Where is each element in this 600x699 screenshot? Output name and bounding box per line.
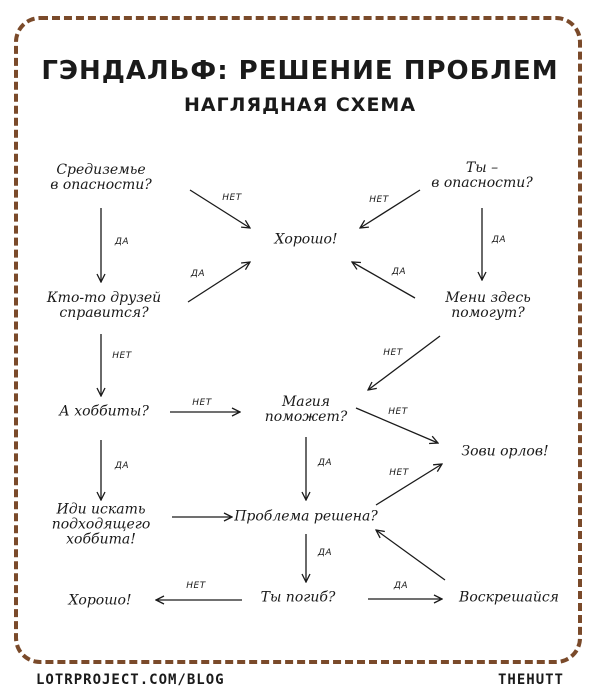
- node-text: хоббита!: [66, 531, 136, 548]
- label-no: НЕТ: [186, 581, 206, 591]
- label-yes: ДА: [114, 461, 130, 471]
- node-text: Ты –: [465, 160, 499, 176]
- node-text: Средиземье: [56, 162, 146, 178]
- node-you-in-danger: Ты – в опасности?: [431, 161, 533, 191]
- node-text: Магия: [281, 394, 331, 410]
- label-no: НЕТ: [369, 195, 389, 205]
- label-yes: ДА: [317, 548, 333, 558]
- node-text: в опасности?: [50, 177, 152, 193]
- node-text: Мени здесь: [445, 290, 531, 306]
- node-magic-helps: Магия поможет?: [265, 395, 347, 425]
- node-good-top: Хорошо!: [274, 231, 338, 248]
- footer-author: THEHUTT: [497, 672, 564, 688]
- arrow-middle-earth-to-good: [189, 189, 250, 228]
- arrow-ents-to-good: [352, 262, 416, 299]
- node-text: Кто-то друзей: [46, 290, 162, 306]
- diagram-title: ГЭНДАЛЬФ: РЕШЕНИЕ ПРОБЛЕМ: [41, 56, 559, 86]
- label-yes: ДА: [317, 458, 333, 468]
- label-no: НЕТ: [112, 351, 132, 361]
- node-text: в опасности?: [431, 175, 533, 191]
- arrow-ents-to-magic: [368, 335, 441, 390]
- footer-site: LOTRPROJECT.COM/BLOG: [36, 672, 225, 688]
- node-you-died: Ты погиб?: [260, 589, 336, 606]
- node-problem-solved: Проблема решена?: [234, 508, 378, 525]
- arrow-solved-to-eagles: [375, 464, 442, 506]
- node-text: Иди искать: [56, 501, 146, 518]
- label-yes: ДА: [391, 267, 407, 277]
- node-resurrect: Воскрешайся: [459, 589, 559, 606]
- node-text: помогут?: [451, 305, 525, 321]
- label-no: НЕТ: [192, 398, 212, 408]
- label-no: НЕТ: [383, 348, 403, 358]
- node-ents-help: Мени здесь помогут?: [445, 291, 531, 321]
- arrow-resurrect-to-solved: [376, 530, 446, 581]
- node-text: справится?: [59, 305, 149, 321]
- diagram-subtitle: НАГЛЯДНАЯ СХЕМА: [183, 94, 417, 116]
- node-seek-hobbit: Иди искать подходящего хоббита!: [51, 501, 151, 548]
- node-friends-can-handle: Кто-то друзей справится?: [47, 291, 161, 321]
- node-text: поможет?: [264, 409, 348, 425]
- label-no: НЕТ: [388, 407, 408, 417]
- label-yes: ДА: [491, 235, 507, 245]
- node-hobbits: А хоббиты?: [59, 403, 149, 420]
- node-middle-earth-in-danger: Средиземье в опасности?: [50, 163, 152, 193]
- node-call-eagles: Зови орлов!: [461, 443, 549, 460]
- dashed-border-frame: [14, 16, 582, 664]
- label-yes: ДА: [190, 269, 206, 279]
- label-no: НЕТ: [389, 468, 409, 478]
- arrow-magic-to-eagles: [355, 407, 438, 443]
- arrow-friends-to-good: [187, 262, 250, 303]
- label-no: НЕТ: [222, 193, 242, 203]
- node-good-bottom: Хорошо!: [68, 592, 132, 609]
- label-yes: ДА: [393, 581, 409, 591]
- label-yes: ДА: [114, 237, 130, 247]
- arrow-you-to-good: [360, 189, 421, 228]
- node-text: подходящего: [51, 516, 151, 533]
